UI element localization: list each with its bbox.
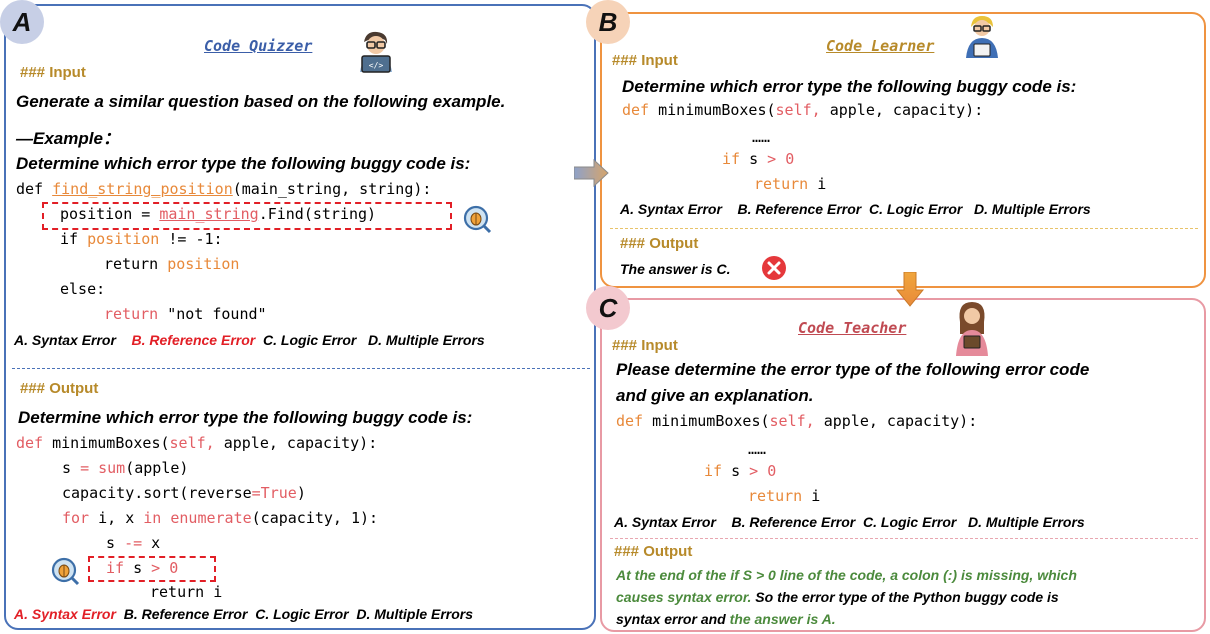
output-header-b: ### Output — [620, 235, 699, 252]
out-code-sort: capacity.sort(reverse=True) — [62, 484, 306, 502]
out-code-sum: s = sum(apple) — [62, 459, 189, 477]
input-header-c: ### Input — [612, 337, 678, 354]
learner-code-ellipsis: …… — [752, 128, 771, 146]
arrow-down-icon — [895, 272, 925, 307]
arrow-right-icon — [574, 158, 609, 188]
teacher-explanation-3: syntax error and the answer is A. — [616, 611, 836, 627]
learner-code-return: return i — [754, 175, 827, 193]
error-highlight-box — [42, 202, 452, 230]
panel-label-b: B — [586, 0, 630, 44]
code-line-def: def find_string_position(main_string, st… — [16, 180, 432, 198]
divider-b — [610, 228, 1198, 229]
role-code-teacher: Code Teacher — [798, 319, 907, 337]
teacher-prompt-2: and give an explanation. — [616, 386, 814, 405]
options-a: A. Syntax Error B. Reference Error C. Lo… — [14, 332, 485, 348]
out-code-def: def minimumBoxes(self, apple, capacity): — [16, 434, 378, 452]
panel-label-a: A — [0, 0, 44, 44]
teacher-avatar-icon — [956, 302, 988, 356]
learner-code-def: def minimumBoxes(self, apple, capacity): — [622, 101, 984, 119]
panel-label-c: C — [586, 286, 630, 330]
code-line-else: else: — [60, 280, 106, 298]
teacher-prompt-1: Please determine the error type of the f… — [616, 360, 1090, 379]
out-options-a: A. Syntax Error B. Reference Error C. Lo… — [14, 606, 474, 622]
wrong-x-icon — [762, 256, 786, 280]
input-header-b: ### Input — [612, 52, 678, 69]
out-code-subtract: s -= x — [106, 534, 161, 552]
output-header-c: ### Output — [614, 543, 693, 560]
role-code-learner: Code Learner — [826, 37, 935, 55]
role-code-quizzer: Code Quizzer — [204, 37, 313, 55]
svg-text:</>: </> — [369, 61, 384, 70]
divider-a — [12, 368, 590, 369]
learner-options: A. Syntax Error B. Reference Error C. Lo… — [620, 201, 1091, 217]
code-line-position: position = main_string.Find(string) — [60, 205, 377, 223]
example-label: —Example： — [16, 129, 120, 148]
out-code-for: for i, x in enumerate(capacity, 1): — [62, 509, 379, 527]
teacher-options: A. Syntax Error B. Reference Error C. Lo… — [614, 514, 1085, 530]
teacher-code-ellipsis: …… — [748, 440, 767, 458]
out-code-if: if s > 0 — [106, 559, 179, 577]
magnifier-bug-icon — [51, 557, 80, 586]
learner-answer: The answer is C. — [620, 261, 731, 277]
example-question: Determine which error type the following… — [16, 154, 471, 173]
code-line-return-notfound: return "not found" — [104, 305, 267, 323]
learner-code-if: if s > 0 — [722, 150, 795, 168]
teacher-explanation-1: At the end of the if S > 0 line of the c… — [616, 567, 1077, 583]
teacher-code-return: return i — [748, 487, 821, 505]
quizzer-prompt: Generate a similar question based on the… — [16, 92, 506, 111]
code-line-if: if position != -1: — [60, 230, 223, 248]
quizzer-avatar-icon: </> — [360, 31, 392, 73]
output-header-a: ### Output — [20, 380, 99, 397]
divider-c — [610, 538, 1198, 539]
learner-avatar-icon — [966, 16, 998, 58]
error-highlight-box — [88, 556, 216, 582]
panel-code-teacher — [600, 298, 1206, 632]
learner-question: Determine which error type the following… — [622, 77, 1077, 96]
code-line-return: return position — [104, 255, 240, 273]
teacher-explanation-2: causes syntax error. So the error type o… — [616, 589, 1059, 605]
panel-code-quizzer — [4, 4, 596, 630]
panel-code-learner — [600, 12, 1206, 288]
out-code-return: return i — [150, 583, 223, 601]
output-question: Determine which error type the following… — [18, 408, 473, 427]
magnifier-bug-icon — [463, 205, 492, 234]
teacher-code-def: def minimumBoxes(self, apple, capacity): — [616, 412, 978, 430]
teacher-code-if: if s > 0 — [704, 462, 777, 480]
input-header-a: ### Input — [20, 64, 86, 81]
